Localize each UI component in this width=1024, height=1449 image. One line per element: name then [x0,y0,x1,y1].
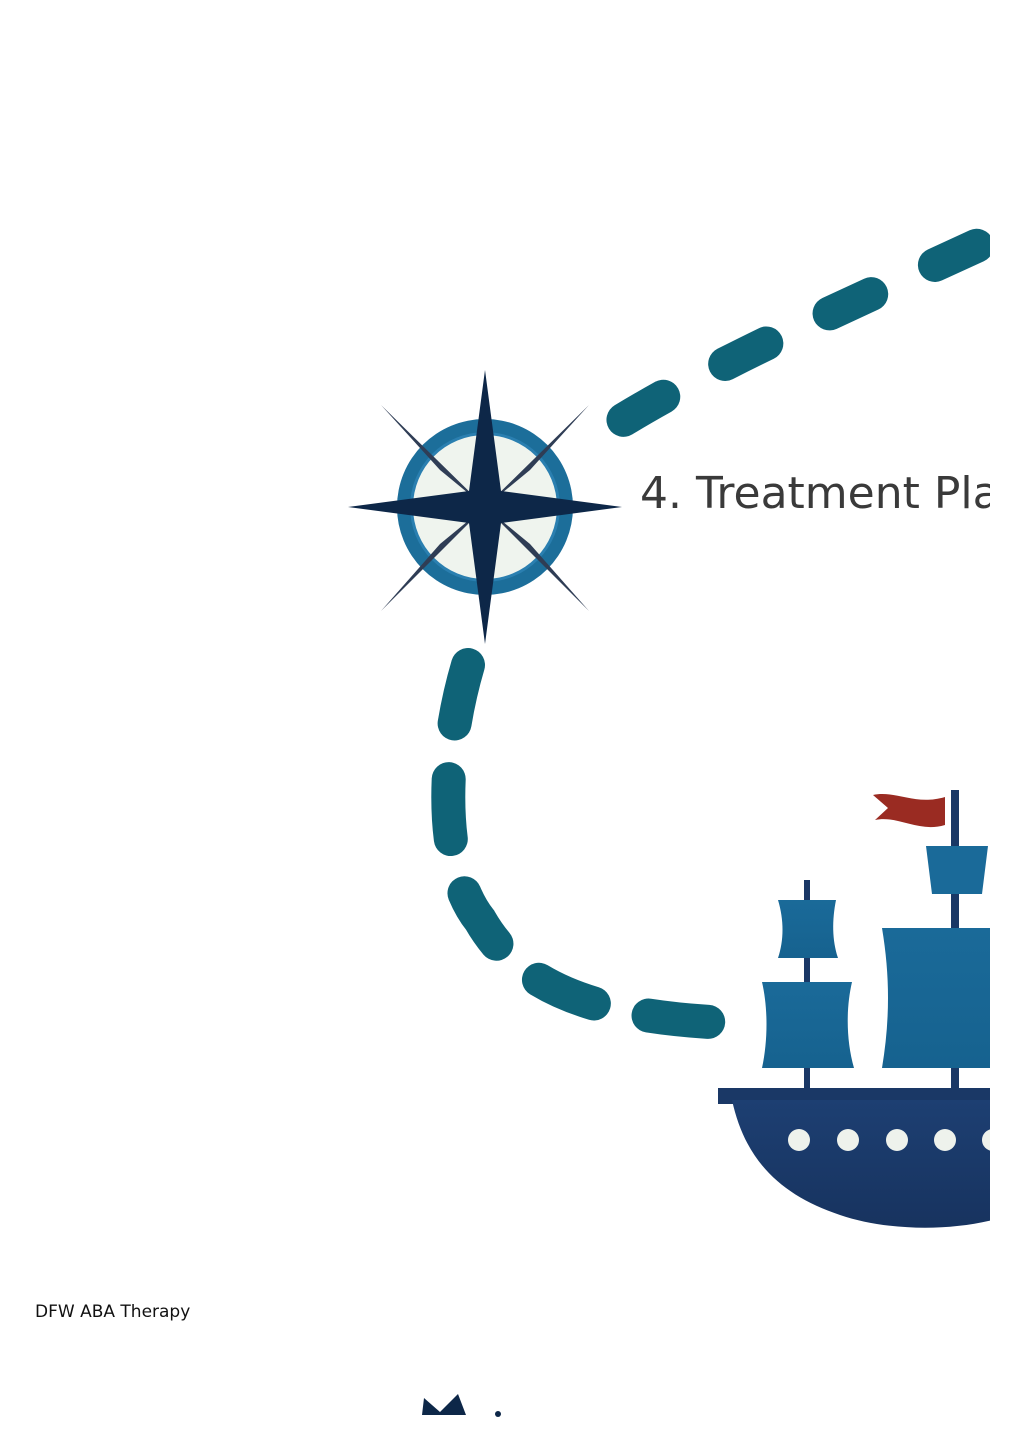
compass-rose-icon [348,370,622,644]
partial-next-figure [422,1394,501,1417]
dashed-route-path [431,220,990,1039]
milestone-label: 4. Treatment Plan [640,468,1024,519]
ship-icon [718,790,990,1228]
caption-text: DFW ABA Therapy [35,1302,191,1322]
